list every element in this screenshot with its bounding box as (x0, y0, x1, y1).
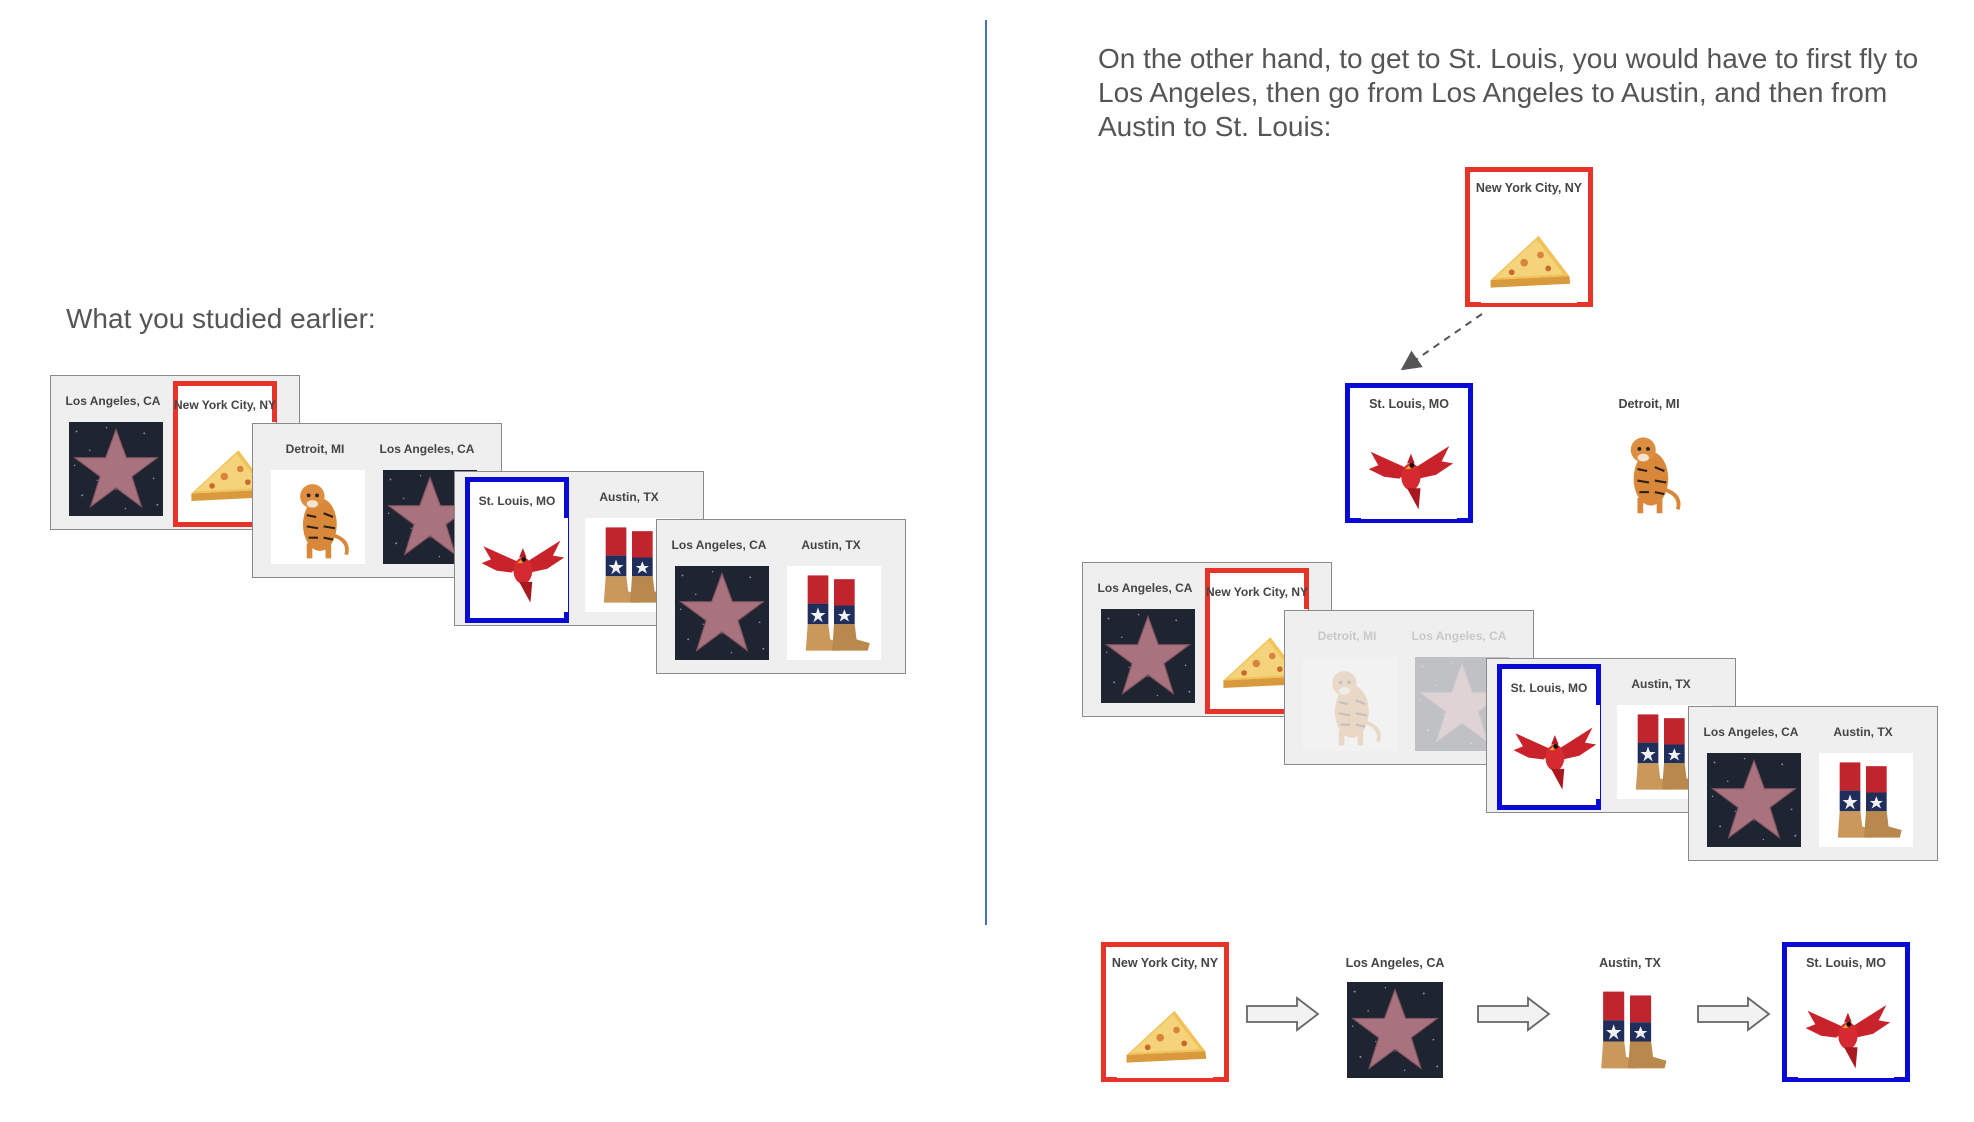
faded-content: Detroit, MI Los Angeles, CA (1285, 611, 1533, 764)
card-cell-detroit: Detroit, MI (265, 424, 365, 576)
route-step-nyc: New York City, NY (1101, 942, 1229, 1082)
card-cell-la: Los Angeles, CA (377, 424, 477, 576)
hollywood-star-icon (69, 422, 163, 516)
route-arrow (1697, 996, 1771, 1032)
card-cell-stl: St. Louis, MO (1497, 659, 1601, 811)
node-detroit: Detroit, MI (1585, 383, 1713, 523)
node-stl: St. Louis, MO (1345, 383, 1473, 523)
tiger-icon (1303, 657, 1397, 751)
study-card-stl-austin: St. Louis, MO Austin, TX (454, 471, 704, 626)
card-cell-la: Los Angeles, CA (669, 520, 769, 672)
card-cell-la: Los Angeles, CA (1409, 611, 1509, 763)
card-cell-austin: Austin, TX (1611, 659, 1711, 811)
card-cell-stl: St. Louis, MO (465, 472, 569, 624)
cardinal-bird-icon (474, 518, 568, 612)
cardinal-bird-icon (1361, 423, 1457, 519)
cowboy-boots-icon (1582, 982, 1678, 1078)
target-highlight: St. Louis, MO (1497, 664, 1601, 810)
target-highlight (1345, 383, 1473, 523)
card-cell-austin: Austin, TX (781, 520, 881, 672)
hollywood-star-icon (1347, 982, 1443, 1078)
node-nyc: New York City, NY (1465, 167, 1593, 307)
start-highlight (1465, 167, 1593, 307)
hollywood-star-icon (1101, 609, 1195, 703)
stack-card-la-austin: Los Angeles, CA Austin, TX (1688, 706, 1938, 861)
hollywood-star-icon (675, 566, 769, 660)
cowboy-boots-icon (787, 566, 881, 660)
card-cell-la: Los Angeles, CA (1095, 563, 1195, 715)
tiger-icon (271, 470, 365, 564)
left-heading: What you studied earlier: (66, 303, 376, 334)
card-cell-la: Los Angeles, CA (1701, 707, 1801, 859)
start-highlight (1101, 942, 1229, 1082)
divider-line (985, 20, 987, 925)
route-arrow (1246, 996, 1320, 1032)
dashed-inference-arrow (1400, 313, 1483, 371)
cardinal-bird-icon (1798, 982, 1894, 1078)
study-card-la-austin: Los Angeles, CA Austin, TX (656, 519, 906, 674)
card-cell-la: Los Angeles, CA (63, 376, 163, 528)
target-highlight: St. Louis, MO (465, 477, 569, 623)
target-highlight (1782, 942, 1910, 1082)
route-step-austin: Austin, TX (1566, 942, 1694, 1082)
right-heading: On the other hand, to get to St. Louis, … (1098, 43, 1919, 142)
cardinal-bird-icon (1506, 705, 1600, 799)
route-step-stl: St. Louis, MO (1782, 942, 1910, 1082)
cowboy-boots-icon (1819, 753, 1913, 847)
card-cell-austin: Austin, TX (1813, 707, 1913, 859)
tiger-icon (1601, 423, 1697, 519)
card-cell-austin: Austin, TX (579, 472, 679, 624)
pizza-slice-icon (1117, 982, 1213, 1078)
route-step-la: Los Angeles, CA (1331, 942, 1459, 1082)
card-cell-detroit: Detroit, MI (1297, 611, 1397, 763)
route-arrow (1477, 996, 1551, 1032)
hollywood-star-icon (1707, 753, 1801, 847)
pizza-slice-icon (1481, 207, 1577, 303)
